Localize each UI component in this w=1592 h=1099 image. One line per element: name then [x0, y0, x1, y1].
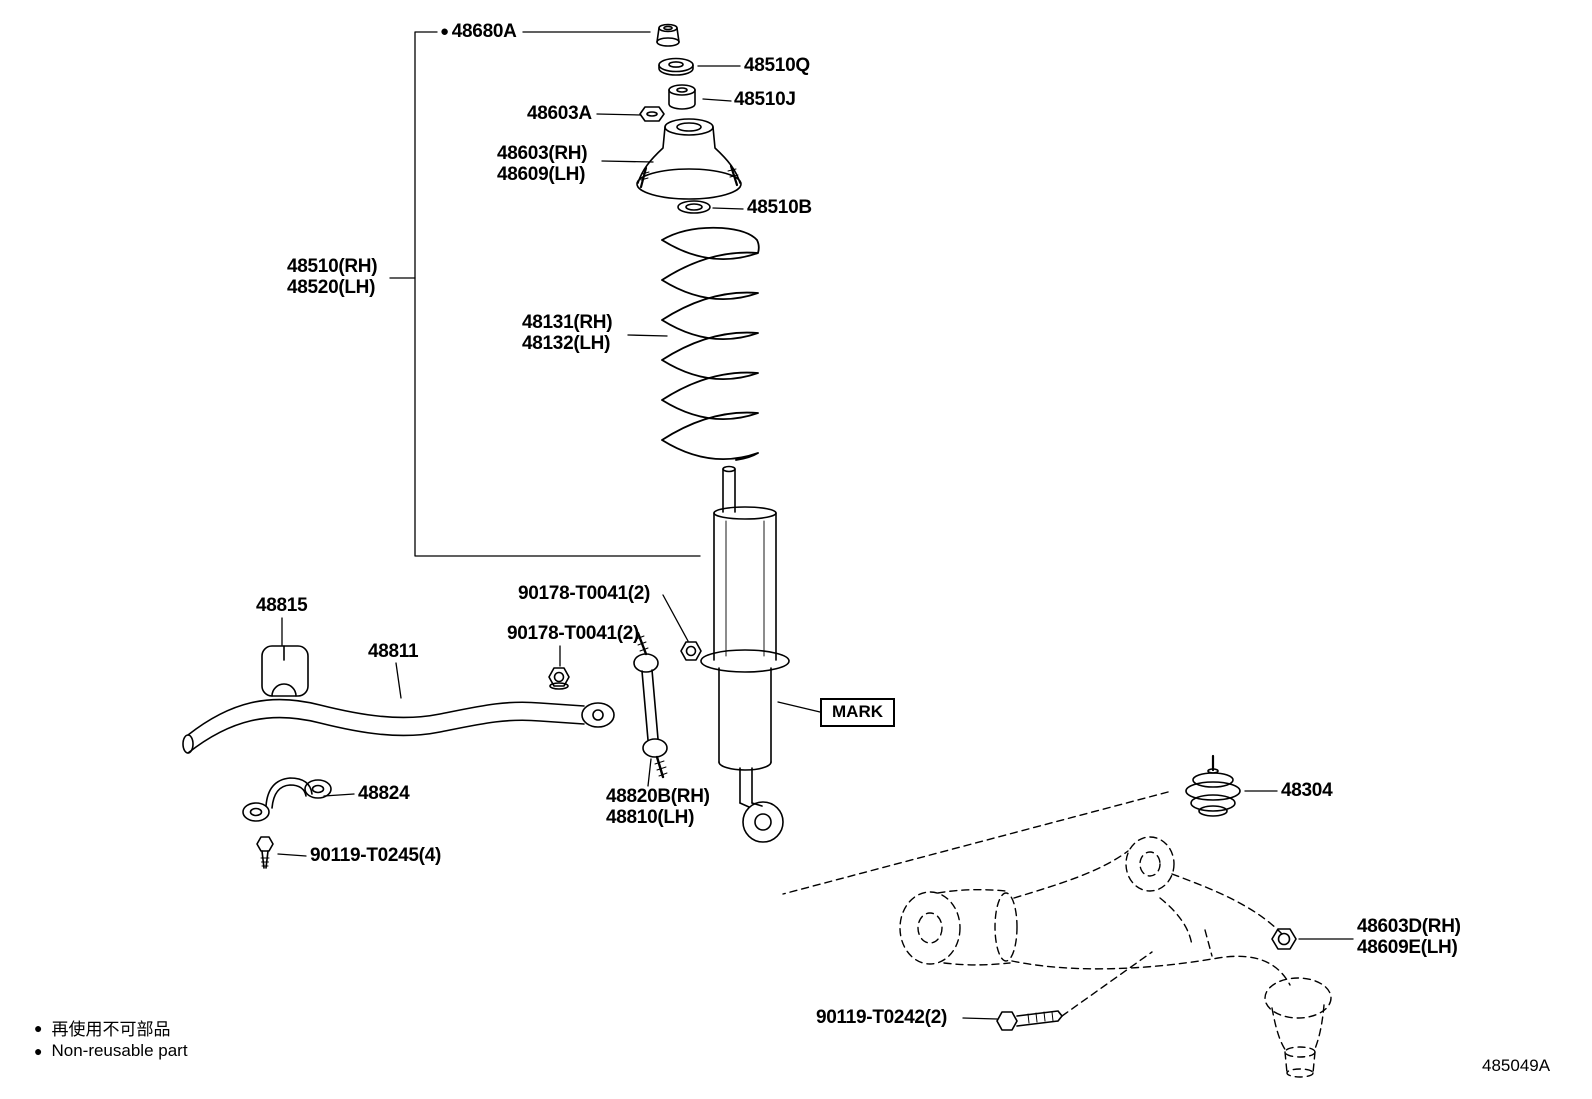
cushion-bushing-part [668, 84, 696, 110]
arm-nut-part [1271, 928, 1297, 950]
stabilizer-bar-part [182, 698, 615, 754]
mark-label: MARK [820, 698, 895, 727]
lower-arm-part [782, 791, 1332, 1078]
coil-spring-part [661, 226, 760, 461]
support-mount-part [636, 118, 742, 200]
stabilizer-bushing-part [261, 645, 309, 697]
label-48603D-48609E: 48603D(RH) 48609E(LH) [1357, 916, 1461, 958]
label-90178-top: 90178-T0041(2) [518, 583, 651, 604]
non-reusable-bullet-icon: ● [440, 23, 449, 40]
label-48510Q: 48510Q [744, 55, 810, 76]
label-48820B-48810: 48820B(RH) 48810(LH) [606, 786, 710, 828]
label-48510J: 48510J [734, 89, 796, 110]
label-48680A: ●48680A [440, 21, 517, 42]
bump-stop-part [1185, 754, 1241, 817]
leader-lines [277, 31, 1354, 1020]
label-48510B: 48510B [747, 197, 812, 218]
label-90119-T0242: 90119-T0242(2) [816, 1007, 948, 1028]
washer-part [658, 57, 694, 76]
label-48824: 48824 [358, 783, 410, 804]
strut-nut-part [656, 23, 680, 47]
legend-non-reusable-jp: ● 再使用不可部品 [34, 1019, 171, 1040]
dust-seal-part [677, 200, 711, 214]
label-48811: 48811 [368, 641, 419, 662]
non-reusable-bullet-icon: ● [34, 1043, 43, 1059]
label-48131-48132: 48131(RH) 48132(LH) [522, 312, 613, 354]
link-nut-side-part [548, 667, 570, 690]
label-48815: 48815 [256, 595, 308, 616]
bracket-bolt-part [256, 836, 274, 869]
stabilizer-link-part [633, 631, 668, 779]
label-48603-48609: 48603(RH) 48609(LH) [497, 143, 588, 185]
label-90178-side: 90178-T0041(2) [507, 623, 640, 644]
label-90119-T0245: 90119-T0245(4) [310, 845, 442, 866]
arm-bolt-part [996, 1010, 1063, 1031]
diagram-code: 485049A [1482, 1056, 1551, 1075]
label-48510-48520: 48510(RH) 48520(LH) [287, 256, 378, 298]
shock-absorber-part [700, 465, 790, 843]
link-nut-top-part [680, 641, 702, 661]
label-48603A: 48603A [527, 103, 592, 124]
stabilizer-bracket-part [242, 777, 332, 822]
mount-nut-part [639, 106, 665, 122]
legend-non-reusable-en: ● Non-reusable part [34, 1041, 188, 1060]
label-48304: 48304 [1281, 780, 1333, 801]
non-reusable-bullet-icon: ● [34, 1019, 43, 1036]
